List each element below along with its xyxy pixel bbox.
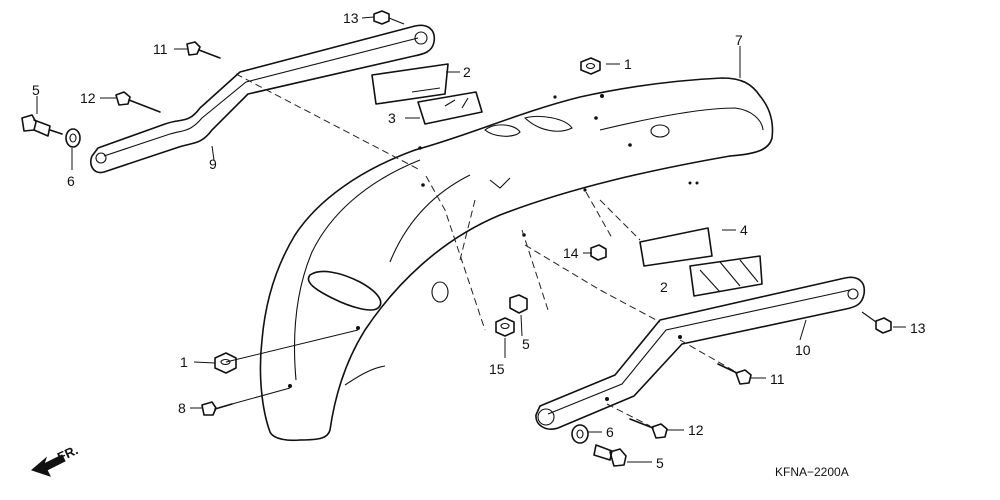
bolt-5-right (593, 444, 627, 467)
bolt-11-right (717, 363, 752, 385)
callout-11-left: 11 (153, 41, 168, 57)
callout-15: 15 (489, 361, 505, 377)
upper-reflector (417, 91, 483, 125)
upper-reflector-assembly (371, 63, 483, 125)
callout-9: 9 (209, 156, 217, 172)
reflector-mount (689, 255, 763, 297)
collar-6-right (571, 424, 589, 444)
bolt-12-left (115, 91, 161, 113)
left-side-stay (89, 24, 436, 174)
callout-12-left: 12 (80, 90, 96, 106)
callout-12-right: 12 (688, 422, 704, 438)
front-direction-indicator: FR. (31, 442, 80, 477)
callout-8: 8 (178, 400, 186, 416)
callout-11-right: 11 (770, 371, 785, 387)
nut-15 (495, 317, 515, 337)
rear-reflector-assembly (639, 227, 763, 297)
nut-5-mid (509, 294, 528, 314)
callout-leader-lines (36, 16, 906, 463)
callout-6-right: 6 (606, 424, 614, 440)
nut-1-top (580, 57, 601, 75)
callout-13-top: 13 (343, 10, 359, 26)
callout-2-top: 2 (463, 64, 471, 80)
callout-1-left: 1 (180, 354, 188, 370)
reflector-bracket (371, 63, 449, 105)
rear-fender (259, 77, 774, 442)
front-direction-label: FR. (55, 442, 80, 464)
callout-10: 10 (795, 342, 811, 358)
nut-1-left (214, 352, 237, 374)
bolt-13-right (861, 311, 892, 334)
bolt-11-left (186, 41, 221, 59)
callout-5-right: 5 (656, 455, 664, 471)
bolt-12-right (629, 418, 668, 439)
callout-5-mid: 5 (522, 336, 530, 352)
bolt-13-top (373, 10, 405, 25)
callout-6-left: 6 (67, 173, 75, 189)
callout-3: 3 (388, 110, 396, 126)
nut-14 (590, 244, 607, 261)
callout-4: 4 (740, 222, 748, 238)
bolt-5-left (21, 114, 63, 137)
screw-8 (201, 401, 233, 416)
diagram-code: KFNA−2200A (775, 465, 849, 479)
front-arrow-icon (31, 454, 66, 477)
callout-13-right: 13 (910, 320, 926, 336)
callout-2-bottom: 2 (660, 279, 668, 295)
right-side-stay (535, 276, 866, 430)
collar-6-left (65, 128, 81, 148)
assembly-guide-lines (235, 73, 737, 427)
callout-5-left: 5 (32, 82, 40, 98)
callout-14: 14 (563, 245, 579, 261)
callout-7: 7 (735, 32, 743, 48)
callout-numbers: 13 11 12 5 6 9 1 2 3 7 4 14 2 1 8 15 5 1… (32, 10, 926, 471)
rear-reflector (639, 227, 713, 267)
callout-1-top: 1 (624, 56, 632, 72)
